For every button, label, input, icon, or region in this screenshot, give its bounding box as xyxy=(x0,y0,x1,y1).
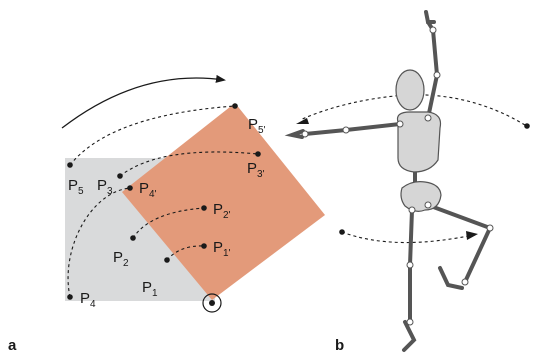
point-p1 xyxy=(164,257,170,263)
point-markers xyxy=(67,103,261,306)
pivot-ring xyxy=(202,293,222,313)
loop-end-lower xyxy=(339,229,345,235)
point-p3 xyxy=(117,173,123,179)
point-p5 xyxy=(67,162,73,168)
skull xyxy=(395,69,425,111)
label-p2: P2 xyxy=(113,249,129,269)
point-p2r xyxy=(201,205,207,211)
rotated-square xyxy=(122,103,325,300)
loop-end-upper xyxy=(524,123,530,129)
rotation-arrow xyxy=(61,74,226,129)
trajectory-arcs xyxy=(67,105,259,298)
label-p4r: P4' xyxy=(139,180,157,200)
skeleton-body xyxy=(395,69,442,212)
skeleton-figure xyxy=(284,10,493,352)
point-p3r xyxy=(255,151,261,157)
label-p4: P4 xyxy=(80,290,96,310)
point-p4 xyxy=(67,294,73,300)
point-p4r xyxy=(127,185,133,191)
upper-loop-arrow xyxy=(296,118,309,124)
arc-p3 xyxy=(119,151,259,177)
label-p5r: P5' xyxy=(248,116,266,136)
skeleton-joints xyxy=(301,26,494,326)
label-p3r: P3' xyxy=(247,160,265,180)
arc-p2 xyxy=(132,207,205,239)
panel-label-b: b xyxy=(335,337,344,354)
arc-p5 xyxy=(69,105,236,166)
lower-loop xyxy=(341,231,479,244)
arc-p1 xyxy=(166,245,205,261)
point-p2 xyxy=(130,235,136,241)
point-p1r xyxy=(201,243,207,249)
point-p5r xyxy=(232,103,238,109)
panel-b: b xyxy=(284,10,530,354)
panel-label-a: a xyxy=(8,337,17,354)
upper-loop xyxy=(299,94,526,126)
label-p3: P3 xyxy=(97,177,113,197)
label-p5: P5 xyxy=(68,177,84,197)
rib-cage xyxy=(396,111,442,173)
label-p2r: P2' xyxy=(213,201,231,221)
arc-p4 xyxy=(67,187,131,298)
pelvis xyxy=(400,181,442,212)
label-p1: P1 xyxy=(142,279,158,299)
rotation-loops xyxy=(299,94,526,244)
panel-a: P5 P3 P4' P5' P3' P2' P1' P2 P1 P4 a xyxy=(8,74,325,354)
lower-loop-arrow xyxy=(466,231,478,240)
label-p1r: P1' xyxy=(213,239,231,259)
pivot-point xyxy=(209,300,215,306)
